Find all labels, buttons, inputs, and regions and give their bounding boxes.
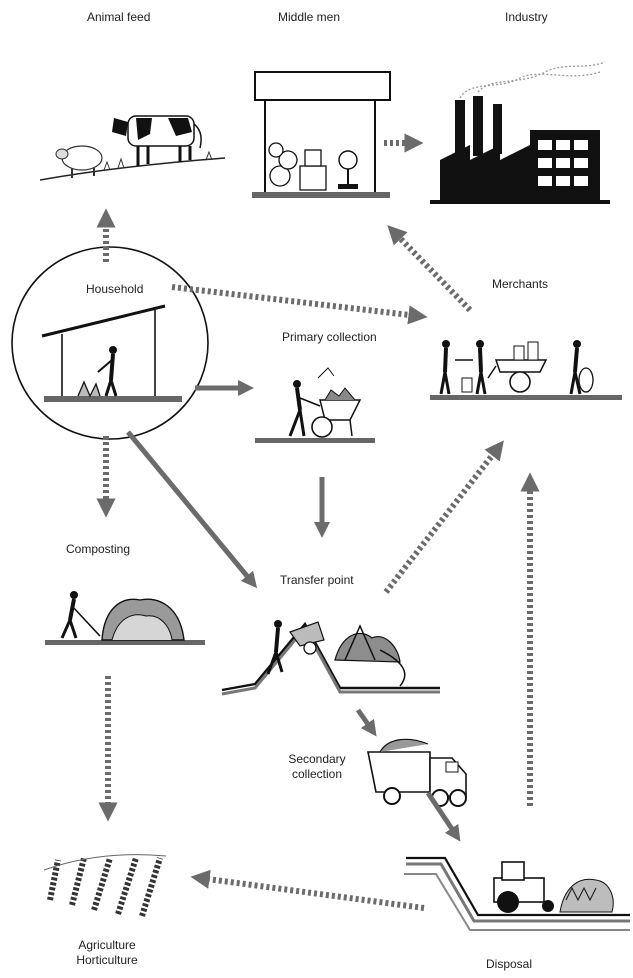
arrow-transfer-to-secondary	[355, 708, 377, 737]
label-secondary-line-1: Secondary	[288, 752, 346, 766]
arrow-household-to-transfer	[126, 430, 258, 589]
compost-pile-icon	[45, 591, 205, 645]
label-secondary-line-2: collection	[291, 767, 343, 781]
arrow-secondary-to-disposal	[425, 791, 461, 842]
cow-icon	[112, 115, 202, 166]
tractor-icon	[404, 856, 630, 931]
arrow-disposal-to-agriculture	[190, 869, 425, 911]
label-household: Household	[86, 282, 144, 296]
label-middle-men: Middle men	[278, 10, 341, 24]
sheep-icon	[55, 145, 103, 178]
dotted-arrows	[96, 133, 540, 911]
label-disposal: Disposal	[486, 957, 533, 971]
grass-tufts	[103, 150, 213, 171]
market-stall-icon	[252, 71, 391, 198]
factory-icon	[430, 61, 610, 204]
solid-arrows	[126, 379, 461, 842]
wheelbarrow-icon	[255, 367, 375, 443]
crops-icon	[43, 854, 167, 917]
label-industry: Industry	[505, 10, 548, 24]
label-horticulture: Horticulture	[76, 953, 138, 967]
label-secondary-collection: Secondary collection	[282, 752, 352, 782]
label-primary-collection: Primary collection	[282, 330, 377, 344]
label-transfer-point: Transfer point	[280, 573, 354, 587]
merchant-cart-icon	[430, 340, 622, 400]
arrow-transfer-to-merchants	[383, 440, 504, 594]
label-agriculture: Agriculture	[78, 938, 136, 952]
arrow-household-to-merchants	[171, 284, 428, 325]
label-animal-feed: Animal feed	[87, 10, 151, 24]
truck-icon	[367, 738, 467, 807]
pasture-ground	[39, 157, 226, 181]
animal-feed-illustration	[39, 115, 226, 181]
label-composting: Composting	[66, 542, 131, 556]
label-merchants: Merchants	[492, 277, 549, 291]
household-shelter-icon	[41, 304, 182, 402]
arrow-merchants-to-middlemen	[387, 225, 473, 313]
household-boundary	[11, 246, 209, 440]
ramp-dump-icon	[221, 620, 440, 696]
label-agriculture-horticulture: Agriculture Horticulture	[62, 938, 152, 968]
